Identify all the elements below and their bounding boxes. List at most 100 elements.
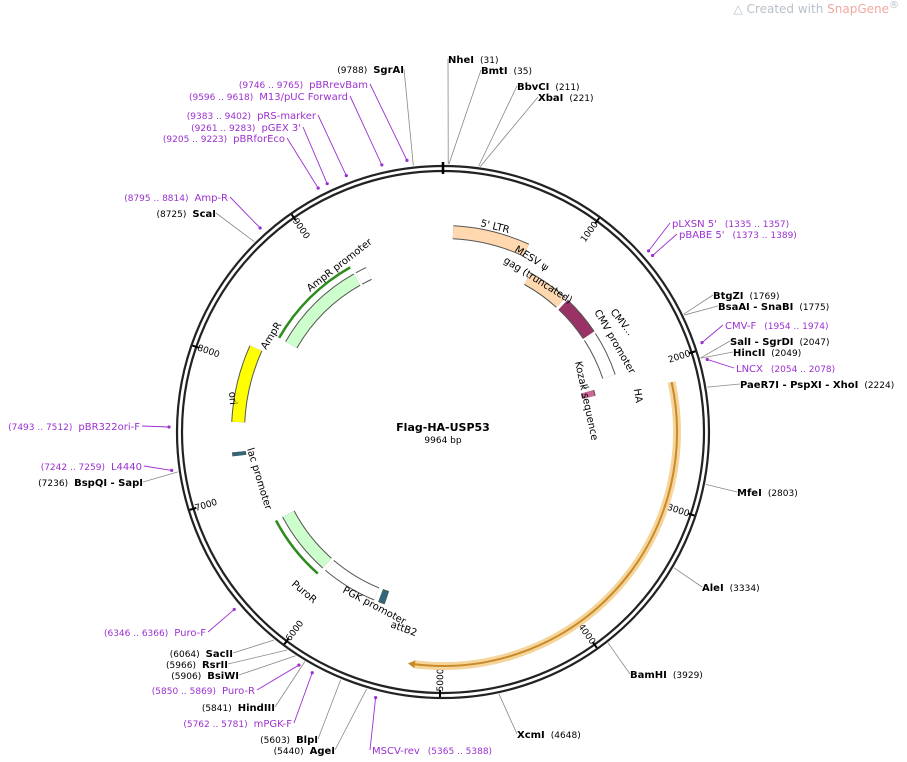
site-leader-line (143, 472, 178, 482)
plasmid-length: 9964 bp (424, 436, 461, 446)
primer-marker (170, 469, 173, 472)
site-label[interactable]: (5440)AgeI (274, 746, 335, 757)
site-label[interactable]: (9788)SgrAI (337, 65, 404, 76)
primer-leader-line (702, 325, 723, 343)
primer-label[interactable]: (5850 .. 5869)Puro-R (152, 686, 255, 697)
site-label[interactable]: PaeR7I - PspXI - XhoI(2224) (740, 380, 894, 391)
site-label[interactable]: XcmI(4648) (517, 730, 581, 741)
feature-ori[interactable] (238, 348, 256, 422)
site-label[interactable]: BsaAI - SnaBI(1775) (718, 302, 829, 313)
site-label[interactable]: MfeI(2803) (737, 488, 798, 499)
primer-label[interactable]: pLXSN 5'(1335 .. 1357) (672, 219, 789, 230)
primer-leader-line (230, 197, 260, 228)
tick-label: 7000 (194, 498, 219, 514)
primer-marker (167, 425, 170, 428)
site-leader-line (608, 643, 630, 674)
primer-leader-line (287, 138, 318, 188)
primers: pLXSN 5'(1335 .. 1357)pBABE 5'(1373 .. 1… (8, 80, 835, 757)
primer-marker (706, 358, 709, 361)
snapgene-watermark: △ Created with SnapGene® (734, 0, 900, 16)
primer-marker (326, 182, 329, 185)
site-label[interactable]: (5841)HindIII (202, 703, 275, 714)
feature-label-puror: PuroR (289, 579, 318, 606)
site-label[interactable]: SalI - SgrDI(2047) (730, 337, 829, 348)
site-label[interactable]: (5966)RsrII (166, 660, 228, 671)
primer-label[interactable]: (9383 .. 9402)pRS-marker (187, 111, 317, 122)
primer-label[interactable]: (9746 .. 9765)pBRrevBam (239, 80, 368, 91)
site-label[interactable]: (5603)BlpI (260, 735, 318, 746)
primer-marker (345, 174, 348, 177)
site-leader-line (479, 86, 517, 166)
site-leader-line (335, 689, 367, 750)
usp53-arrow-head (408, 660, 415, 668)
primer-label[interactable]: CMV-F(1954 .. 1974) (725, 321, 829, 332)
primer-leader-line (350, 96, 382, 165)
tick-label: 5000 (436, 668, 446, 691)
feature-ampr-promoter[interactable] (359, 273, 369, 278)
primer-label[interactable]: pBABE 5'(1373 .. 1389) (679, 230, 797, 241)
tick-label: 6000 (284, 619, 306, 644)
primer-label[interactable]: LNCX(2054 .. 2078) (736, 364, 835, 375)
feature-attb2[interactable] (381, 596, 387, 598)
site-label[interactable]: (7236)BspQI - SapI (38, 478, 143, 489)
site-label[interactable]: (6064)SacII (170, 649, 233, 660)
primer-leader-line (303, 127, 327, 184)
site-leader-line (499, 694, 517, 734)
primer-label[interactable]: (5762 .. 5781)mPGK-F (183, 719, 292, 730)
site-leader-line (216, 213, 254, 242)
primer-label[interactable]: (9596 .. 9618)M13/pUC Forward (189, 92, 348, 103)
primer-label[interactable]: (9261 .. 9283)pGEX 3' (191, 123, 301, 134)
tick-label: 8000 (196, 344, 221, 361)
features (238, 232, 677, 668)
primer-leader-line (707, 359, 734, 368)
primer-label[interactable]: (7242 .. 7259)L4440 (41, 462, 142, 473)
primer-leader-line (208, 609, 234, 632)
primer-leader-line (144, 466, 172, 470)
primer-marker (317, 186, 320, 189)
site-label[interactable]: (8725)ScaI (156, 209, 216, 220)
site-leader-line (233, 640, 274, 653)
site-leader-line (674, 568, 702, 587)
site-label[interactable]: (5906)BsiWI (171, 671, 239, 682)
primer-marker (700, 341, 703, 344)
site-label[interactable]: NheI(31) (448, 55, 498, 66)
site-label[interactable]: BmtI(35) (481, 66, 532, 77)
feature-label-lac: lac promoter (244, 447, 273, 512)
site-label[interactable]: BtgZI(1769) (713, 291, 779, 302)
site-leader-line (480, 97, 538, 167)
site-leader-line (318, 680, 341, 739)
site-label[interactable]: BbvCI(211) (517, 82, 580, 93)
feature-label-kozak: Kozak sequence (572, 360, 600, 441)
site-leader-line (449, 70, 481, 164)
primer-marker (651, 254, 654, 257)
primer-marker (647, 249, 650, 252)
primer-label[interactable]: (8795 .. 8814)Amp-R (124, 193, 228, 204)
primer-label[interactable]: (9205 .. 9223)pBRforEco (163, 134, 285, 145)
tick-label: 2000 (667, 349, 692, 366)
site-leader-line (404, 69, 413, 166)
primer-leader-line (318, 115, 346, 176)
feature-puror[interactable] (288, 514, 327, 563)
primer-marker (380, 163, 383, 166)
primer-marker (233, 608, 236, 611)
primer-label[interactable]: (6346 .. 6366)Puro-F (104, 628, 206, 639)
site-label[interactable]: XbaI(221) (538, 93, 594, 104)
site-label[interactable]: AleI(3334) (702, 583, 760, 594)
tick-label: 9000 (290, 217, 311, 242)
primer-leader-line (257, 665, 299, 690)
primer-marker (259, 226, 262, 229)
primer-label[interactable]: MSCV-rev(5365 .. 5388) (372, 746, 492, 757)
primer-label[interactable]: (7493 .. 7512)pBR322ori-F (8, 422, 140, 433)
site-leader-line (275, 662, 305, 707)
primer-marker (374, 696, 377, 699)
watermark-icon: △ (734, 2, 747, 16)
site-leader-line (707, 384, 740, 387)
site-label[interactable]: HincII(2049) (733, 348, 801, 359)
primer-leader-line (653, 234, 677, 255)
feature-cmv-enhancer[interactable] (563, 305, 589, 335)
feature-label-ha: HA (631, 388, 644, 404)
site-label[interactable]: BamHI(3929) (630, 670, 703, 681)
primer-leader-line (370, 698, 376, 750)
